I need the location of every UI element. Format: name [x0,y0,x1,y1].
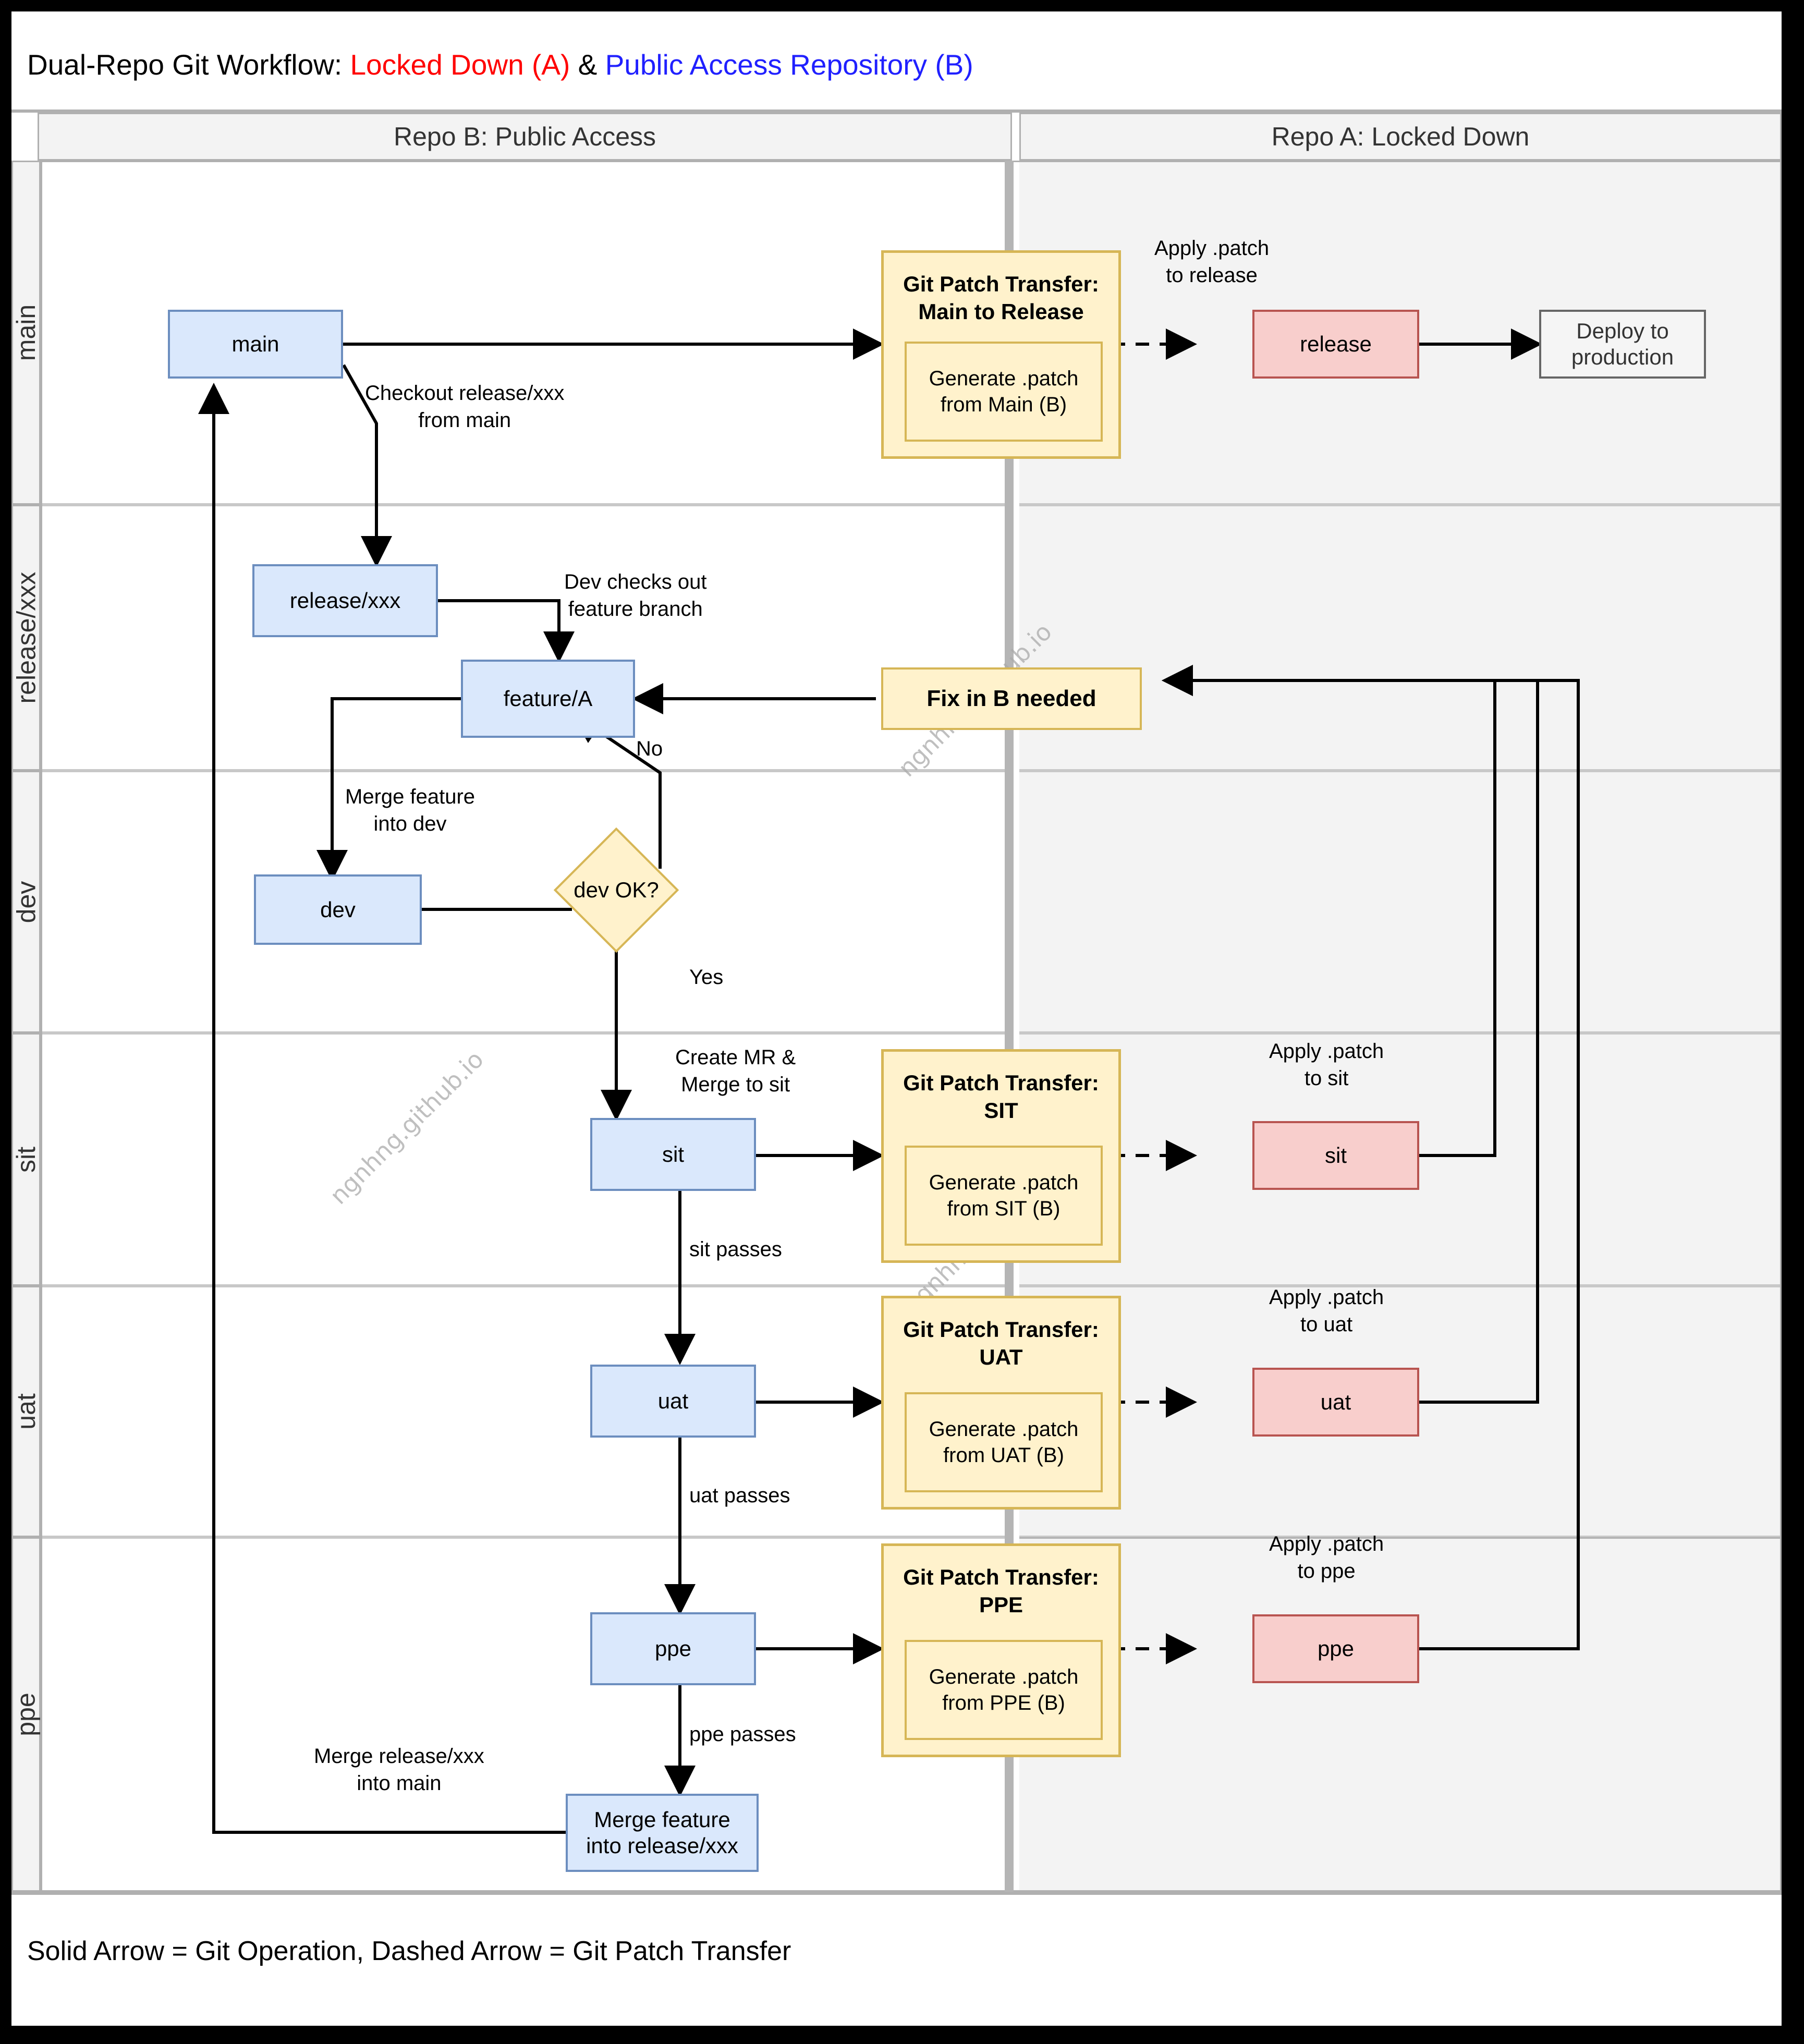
repo-column-headers: Repo B: Public Access Repo A: Locked Dow… [11,113,1782,161]
node-release-a[interactable]: release [1252,310,1419,379]
node-dev[interactable]: dev [254,874,422,945]
lane-release-body-a [1019,505,1782,771]
edge-label-merge-feature-into-dev: Merge feature into dev [345,785,476,835]
legend-text: Solid Arrow = Git Operation, Dashed Arro… [27,1936,791,1966]
title-bar: Dual-Repo Git Workflow: Locked Down (A) … [11,11,1782,113]
edge-label-checkout-release: Checkout release/xxx from main [365,382,565,432]
node-uat-b[interactable]: uat [590,1365,756,1438]
group-inner-main: Generate .patch from Main (B) [905,342,1103,442]
edge-ppe-feedback [1162,665,1580,1650]
node-fix-in-b-needed[interactable]: Fix in B needed [881,667,1142,730]
lane-dev-body-b [41,771,1012,1033]
node-ppe-a[interactable]: ppe [1252,1614,1419,1683]
group-patch-transfer-ppe[interactable]: Git Patch Transfer: PPE Generate .patch … [881,1543,1121,1757]
page-title: Dual-Repo Git Workflow: Locked Down (A) … [27,48,973,81]
edge-label-merge-release-into-main: Merge release/xxx into main [314,1745,484,1795]
lane-dev: dev [11,771,1782,1033]
group-inner-sit: Generate .patch from SIT (B) [905,1146,1103,1246]
group-inner-uat: Generate .patch from UAT (B) [905,1392,1103,1492]
group-title-sit: Git Patch Transfer: SIT [903,1070,1099,1123]
title-prefix: Dual-Repo Git Workflow: [27,48,350,81]
group-title-uat: Git Patch Transfer: UAT [903,1317,1099,1369]
column-header-repo-a: Repo A: Locked Down [1019,113,1782,161]
diagram-sheet: Dual-Repo Git Workflow: Locked Down (A) … [11,11,1782,2026]
lane-label-main: main [11,161,41,505]
node-ppe-b[interactable]: ppe [590,1612,756,1685]
edge-label-create-mr: Create MR & Merge to sit [675,1046,796,1096]
lane-label-release: release/xxx [11,505,41,771]
group-patch-transfer-uat[interactable]: Git Patch Transfer: UAT Generate .patch … [881,1296,1121,1510]
edge-checkout-release [342,364,392,567]
edge-label-apply-ppe: Apply .patch to ppe [1269,1532,1384,1583]
edge-feature-to-dev [316,697,461,881]
node-merge-feature-into-release[interactable]: Merge feature into release/xxx [566,1794,759,1872]
group-inner-ppe: Generate .patch from PPE (B) [905,1640,1103,1740]
group-patch-transfer-main[interactable]: Git Patch Transfer: Main to Release Gene… [881,250,1121,459]
lane-ppe-body-a [1019,1537,1782,1892]
edge-release-to-feature [438,599,575,663]
lane-sit-body-b [41,1033,1012,1286]
node-sit-b[interactable]: sit [590,1118,756,1191]
edge-label-yes: Yes [689,966,724,989]
edge-label-apply-uat: Apply .patch to uat [1269,1286,1384,1336]
edge-merge-to-main [198,383,566,1834]
node-dev-ok[interactable]: dev OK? [553,827,679,953]
edge-label-uat-passes: uat passes [689,1484,790,1507]
title-repo-b: Public Access Repository (B) [605,48,973,81]
edge-label-apply-release: Apply .patch to release [1154,237,1270,287]
edge-label-sit-passes: sit passes [689,1238,782,1261]
title-separator: & [570,48,605,81]
group-title-main: Git Patch Transfer: Main to Release [903,272,1099,324]
legend-bar: Solid Arrow = Git Operation, Dashed Arro… [11,1892,1782,2026]
group-patch-transfer-sit[interactable]: Git Patch Transfer: SIT Generate .patch … [881,1049,1121,1263]
lane-uat: uat [11,1286,1782,1537]
lane-dev-body-a [1019,771,1782,1033]
column-header-repo-b: Repo B: Public Access [38,113,1012,161]
node-sit-a[interactable]: sit [1252,1121,1419,1190]
node-release-xxx[interactable]: release/xxx [252,564,438,637]
lane-label-sit: sit [11,1033,41,1286]
lane-label-dev: dev [11,771,41,1033]
group-title-ppe: Git Patch Transfer: PPE [903,1565,1099,1617]
lane-label-ppe: ppe [11,1537,41,1892]
edge-label-no: No [636,737,663,760]
lane-label-uat: uat [11,1286,41,1537]
dev-ok-label: dev OK? [574,878,659,902]
node-main[interactable]: main [168,310,343,379]
edge-label-ppe-passes: ppe passes [689,1723,796,1746]
node-feature-a[interactable]: feature/A [461,660,635,738]
node-uat-a[interactable]: uat [1252,1368,1419,1437]
node-deploy-to-production[interactable]: Deploy to production [1539,310,1706,379]
title-repo-a: Locked Down (A) [350,48,570,81]
edge-label-apply-sit: Apply .patch to sit [1269,1040,1384,1090]
edge-label-dev-checks-out: Dev checks out feature branch [564,570,707,620]
lane-uat-body-b [41,1286,1012,1537]
